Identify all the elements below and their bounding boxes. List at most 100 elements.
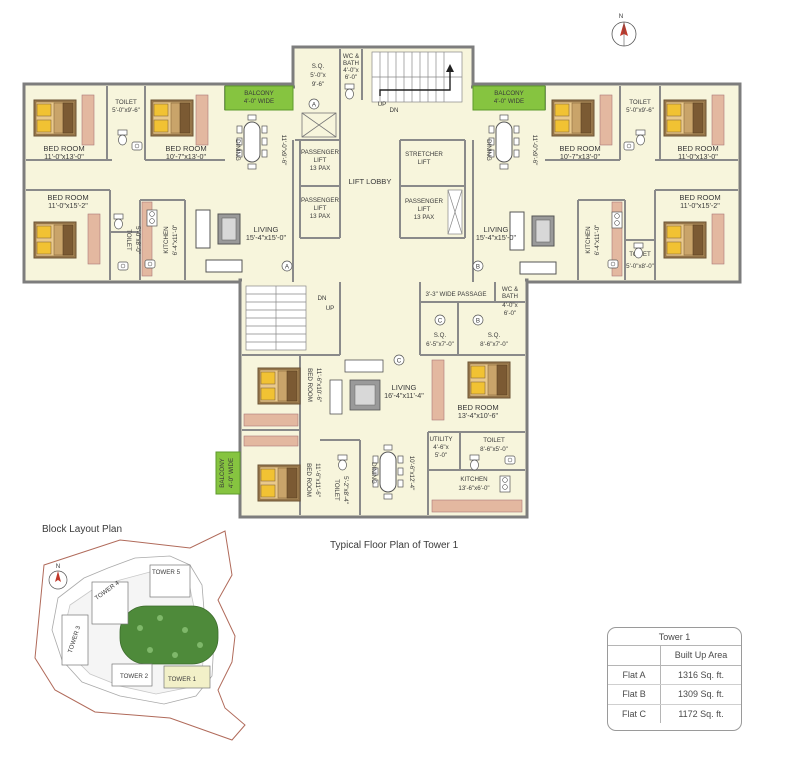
room-dimension: 10'-7"x13'-0" <box>560 152 601 161</box>
bed-icon <box>33 99 77 137</box>
room-label: TOILET <box>333 479 340 501</box>
lift-label: PASSENGER <box>405 198 444 205</box>
lawn <box>119 605 219 665</box>
stair-label: DN <box>390 107 399 114</box>
room-dimension: 10'-7"x13'-0" <box>166 152 207 161</box>
room-dimension: 9'-6" <box>312 81 324 88</box>
flat-marker: A <box>285 264 290 271</box>
table-header: Built Up Area <box>660 645 741 666</box>
room-dimension: 16'-4"x11'-4" <box>384 391 424 400</box>
room-dimension: 11'-0"x15'-2" <box>680 201 720 210</box>
room-label: S.Q. <box>312 63 325 70</box>
room-label: BED ROOM <box>559 144 600 153</box>
block-layout-title: Block Layout Plan <box>42 524 123 535</box>
lift-label: LIFT <box>314 157 327 164</box>
room-dimension: 11'-0"x15'-2" <box>48 201 88 210</box>
room-label: KITCHEN <box>163 226 170 253</box>
room-label: BATH <box>502 293 518 300</box>
flat-marker: A <box>312 102 317 109</box>
room-label: BED ROOM <box>457 403 498 412</box>
room-dimension: 15'-4"x15'-0" <box>246 233 287 242</box>
room-label: S.Q. <box>488 332 501 339</box>
block-layout-plan: TOWER 5 TOWER 4 TOWER 3 TOWER 2 TOWER 1 … <box>34 530 246 741</box>
lift-label: STRETCHER <box>405 151 443 158</box>
room-dimension: 6'-5"x7'-0" <box>426 341 454 348</box>
wc-icon <box>337 454 348 471</box>
north-label: N <box>619 13 623 20</box>
room-dimension: 11'-0"x13'-0" <box>678 152 718 161</box>
room-dimension: 5'-0"x8'-0" <box>626 263 654 270</box>
room-label: DINING <box>485 139 492 161</box>
room-label: BED ROOM <box>305 463 312 497</box>
table-row: Flat B 1309 Sq. ft. <box>608 684 741 705</box>
room-dimension: 4'-6"x <box>433 444 449 451</box>
built-up-area-table: Tower 1 Built Up Area Flat A 1316 Sq. ft… <box>607 627 742 731</box>
flat-c: DN UP 3'-3" WIDE PASSAGE WC & BATH 4'-0"… <box>215 282 525 515</box>
table-row: Flat C 1172 Sq. ft. <box>608 704 741 723</box>
bed-icon <box>663 99 707 137</box>
room-label: KITCHEN <box>585 226 592 253</box>
room-label: TOILET <box>115 99 137 106</box>
table-header-empty <box>608 645 661 666</box>
room-dimension: 13'-6"x6'-0" <box>458 485 489 492</box>
flat-marker: C <box>438 318 443 325</box>
room-dimension: 8'-6"x5'-0" <box>480 446 508 453</box>
room-dimension: 6'-4"x11'-0" <box>594 225 601 256</box>
sink-icon <box>607 259 619 269</box>
wc-icon <box>344 83 355 100</box>
room-dimension: 10'-6"x12'-4" <box>408 456 415 491</box>
balcony <box>215 451 241 495</box>
wc-icon <box>117 129 128 146</box>
lift-label: 13 PAX <box>310 213 331 220</box>
bed-icon <box>551 99 595 137</box>
balcony <box>472 85 546 111</box>
tower-label: TOWER 2 <box>120 673 149 680</box>
staircase <box>371 51 463 103</box>
room-label: DINING <box>234 139 241 161</box>
room-label: KITCHEN <box>460 476 487 483</box>
hob-icon <box>611 211 623 229</box>
room-dimension: 11'-6"x10'-6" <box>315 368 322 402</box>
room-label: WC & <box>343 53 360 60</box>
flat-name: Flat C <box>608 704 661 723</box>
core: S.Q. 5'-0"x 9'-6" A WC & BATH 4'-0"x 6'-… <box>295 49 466 239</box>
flat-name: Flat B <box>608 684 661 705</box>
bed-icon <box>257 464 301 502</box>
building-outline <box>22 45 742 519</box>
bed-icon <box>467 361 511 399</box>
plan-title: Typical Floor Plan of Tower 1 <box>330 540 459 551</box>
room-dimension: 4'-0"x <box>502 302 518 309</box>
wc-icon <box>635 129 646 146</box>
room-dimension: 5'-0"x <box>310 72 326 79</box>
room-label: WC & <box>502 286 519 293</box>
stair-label: UP <box>378 101 387 108</box>
bed-icon <box>257 367 301 405</box>
staircase <box>245 285 307 351</box>
bed-icon <box>663 221 707 259</box>
room-dimension: 4'-0"x <box>343 67 359 74</box>
room-label: BED ROOM <box>677 144 718 153</box>
basin-icon <box>623 141 635 151</box>
sink-icon <box>144 259 156 269</box>
room-dimension: 15'-4"x15'-0" <box>476 233 517 242</box>
room-dimension: 8'-6"x7'-0" <box>480 341 508 348</box>
lift-label: PASSENGER <box>301 149 340 156</box>
room-label: BED ROOM <box>47 193 88 202</box>
lift-label: LIFT <box>314 205 327 212</box>
table-row: Flat A 1316 Sq. ft. <box>608 665 741 685</box>
room-label: BALCONY <box>494 90 524 97</box>
flat-area: 1309 Sq. ft. <box>660 684 741 705</box>
flat-marker: B <box>476 318 480 325</box>
flat-name: Flat A <box>608 665 661 685</box>
room-label: TOILET <box>125 229 132 251</box>
room-dimension: 5'-0"x9'-6" <box>626 107 654 114</box>
stair-label: DN <box>318 295 327 302</box>
table-title: Tower 1 <box>608 628 741 646</box>
room-label: 3'-3" WIDE PASSAGE <box>425 291 486 298</box>
tower-label: TOWER 1 <box>168 676 197 683</box>
bed-icon <box>150 99 194 137</box>
room-label: TOILET <box>629 99 651 106</box>
room-label: LIVING <box>392 383 417 392</box>
lift-label: 13 PAX <box>310 165 331 172</box>
